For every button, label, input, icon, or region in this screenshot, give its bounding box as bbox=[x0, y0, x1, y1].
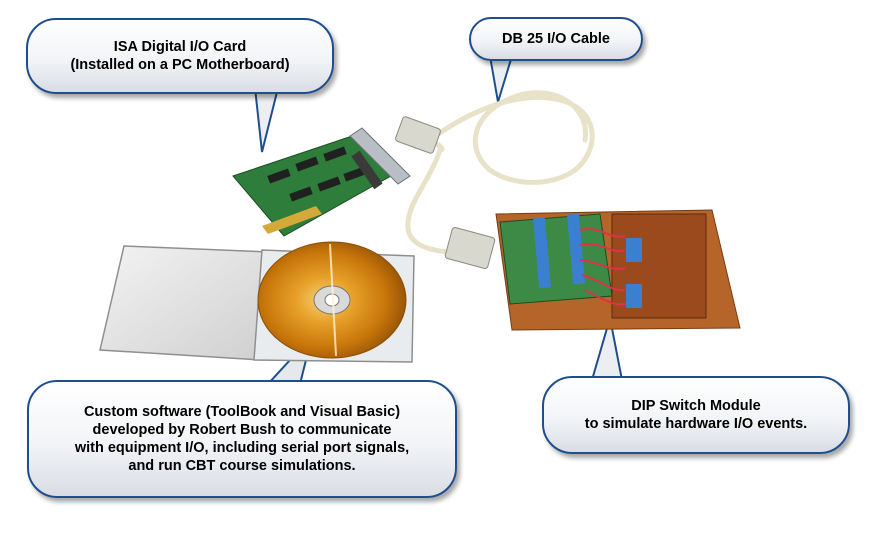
dip-module-callout-line: DIP Switch Module bbox=[631, 398, 761, 414]
isa-card-bracket bbox=[349, 127, 411, 185]
software-callout-line: and run CBT course simulations. bbox=[128, 458, 356, 474]
isa-card-chip bbox=[295, 156, 319, 172]
software-callout: Custom software (ToolBook and Visual Bas… bbox=[27, 380, 457, 498]
db25-plug-bottom bbox=[444, 227, 496, 269]
isa-card-edge-connector bbox=[262, 206, 322, 234]
isa-card-chip bbox=[289, 186, 313, 202]
dip-module-callout: DIP Switch Module to simulate hardware I… bbox=[542, 376, 850, 454]
isa-card-chip bbox=[317, 176, 341, 192]
cd-case-insert bbox=[99, 245, 271, 361]
dip-switch-block bbox=[626, 284, 642, 308]
isa-card-callout: ISA Digital I/O Card (Installed on a PC … bbox=[26, 18, 334, 94]
dip-module-callout-line: to simulate hardware I/O events. bbox=[584, 416, 808, 432]
dip-module-wiring bbox=[579, 227, 627, 306]
cd-jewel-case bbox=[99, 241, 415, 363]
dip-switch-module bbox=[495, 209, 741, 331]
dip-module-terminal-strip bbox=[532, 217, 552, 289]
isa-card-chip bbox=[323, 146, 347, 162]
software-callout-line: with equipment I/O, including serial por… bbox=[74, 440, 410, 456]
isa-card bbox=[232, 127, 411, 237]
dip-switch-block bbox=[626, 238, 642, 262]
isa-card-chip bbox=[267, 168, 291, 184]
db25-cable-callout: DB 25 I/O Cable bbox=[469, 17, 643, 61]
isa-card-db-connector bbox=[351, 150, 383, 190]
isa-card-callout-line: (Installed on a PC Motherboard) bbox=[70, 57, 290, 73]
cd-disc-glare bbox=[329, 243, 337, 357]
isa-card-callout-line: ISA Digital I/O Card bbox=[113, 39, 247, 55]
isa-callout-pointer bbox=[253, 87, 280, 153]
dip-module-terminal-pcb bbox=[499, 213, 613, 305]
dip-module-terminal-strip bbox=[566, 213, 586, 285]
cable-callout-pointer bbox=[488, 55, 514, 103]
db25-plug-top bbox=[395, 116, 441, 154]
software-callout-line: Custom software (ToolBook and Visual Bas… bbox=[83, 404, 401, 420]
isa-card-chip bbox=[343, 166, 367, 182]
software-callout-line: developed by Robert Bush to communicate bbox=[92, 422, 392, 438]
db25-cable-callout-line: DB 25 I/O Cable bbox=[502, 31, 610, 47]
